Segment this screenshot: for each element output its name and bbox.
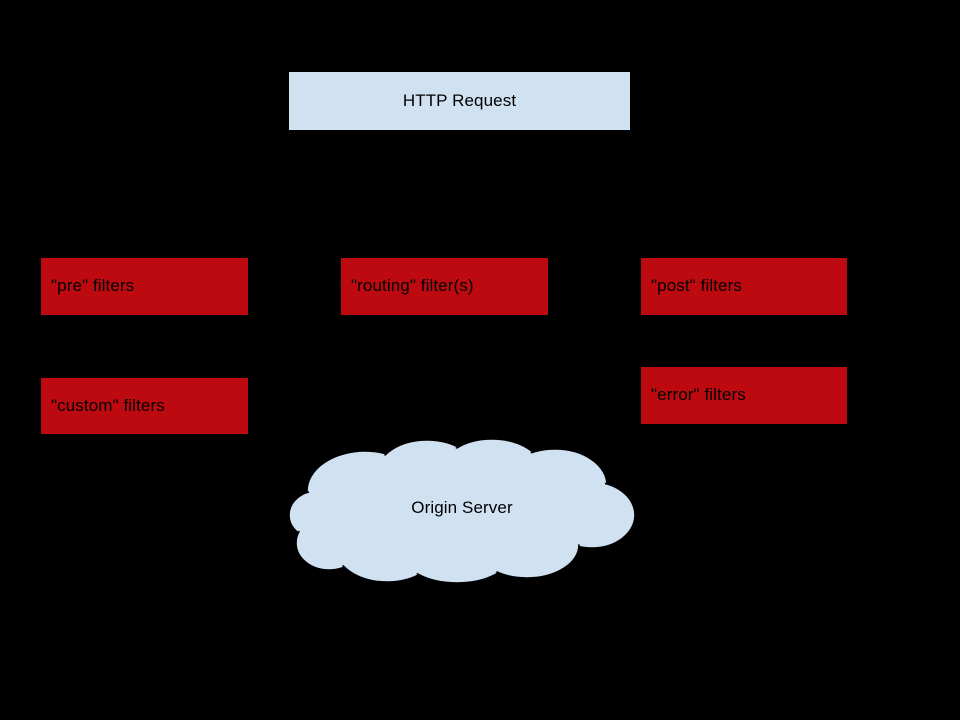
node-custom-filters-label: "custom" filters xyxy=(51,395,165,415)
node-pre-filters-label: "pre" filters xyxy=(51,276,135,296)
node-error-filters-label: "error" filters xyxy=(651,385,746,405)
node-error-filters[interactable]: "error" filters xyxy=(640,366,848,425)
node-origin-server[interactable]: Origin Server xyxy=(287,437,637,585)
node-custom-filters[interactable]: "custom" filters xyxy=(40,377,249,435)
node-routing-filters-label: "routing" filter(s) xyxy=(351,276,474,296)
node-post-filters-label: "post" filters xyxy=(651,276,742,296)
node-routing-filters[interactable]: "routing" filter(s) xyxy=(340,257,549,316)
cloud-icon xyxy=(288,438,636,584)
node-origin-server-label: Origin Server xyxy=(411,498,513,517)
node-http-request[interactable]: HTTP Request xyxy=(288,71,631,131)
node-pre-filters[interactable]: "pre" filters xyxy=(40,257,249,316)
node-http-request-label: HTTP Request xyxy=(402,90,517,110)
node-post-filters[interactable]: "post" filters xyxy=(640,257,848,316)
